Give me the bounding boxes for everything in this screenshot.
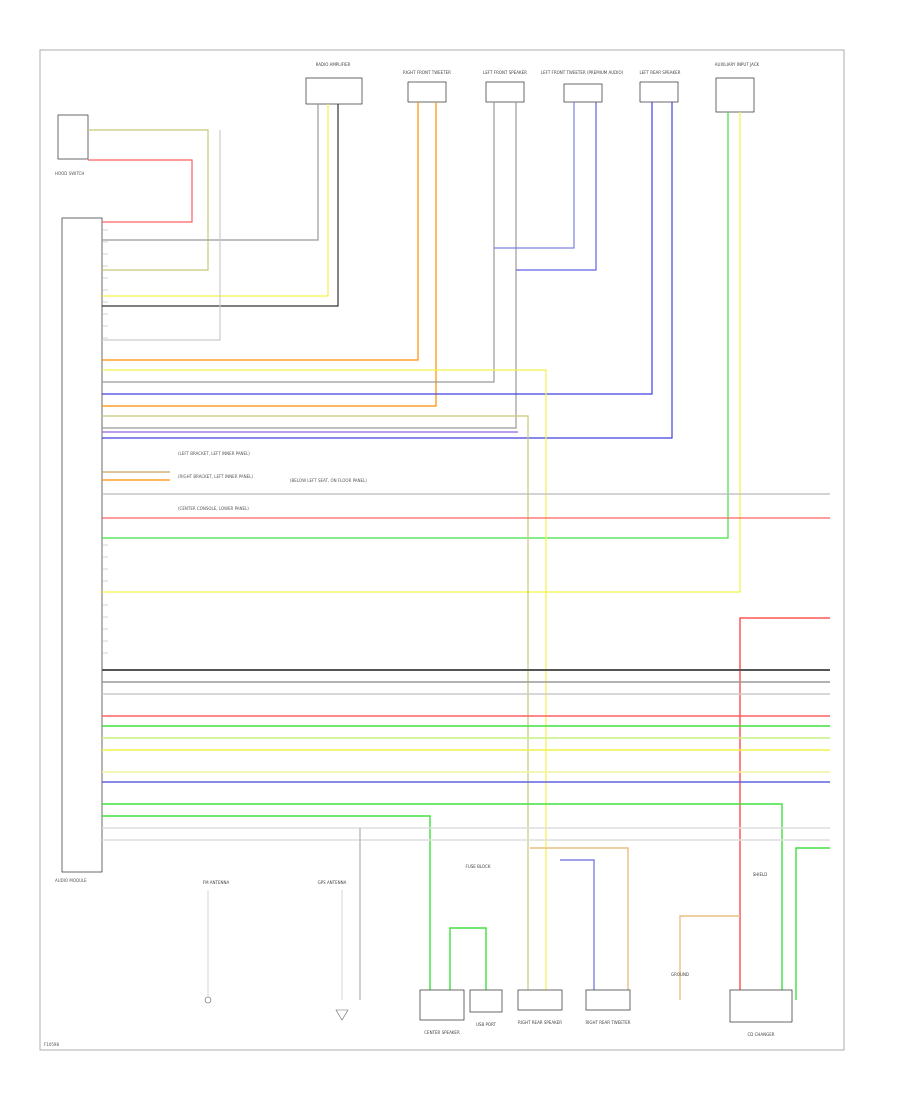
shield-label: SHIELD	[753, 872, 768, 877]
figure-id: F10598	[44, 1042, 59, 1047]
fm-antenna-label: FM ANTENNA	[203, 880, 230, 885]
usb-port-label: USB PORT	[476, 1022, 497, 1027]
diagram-frame	[39, 49, 845, 1051]
upper-wires	[88, 102, 830, 1000]
lf-tweeter-label: LEFT FRONT TWEETER (PREMIUM AUDIO)	[541, 70, 624, 75]
gps-antenna-label: GPS ANTENNA	[318, 880, 347, 885]
rf-speaker-label: RIGHT FRONT TWEETER	[403, 70, 451, 75]
lr-speaker-label: LEFT REAR SPEAKER	[640, 70, 681, 75]
rr-tweeter-label: RIGHT REAR TWEETER	[585, 1020, 630, 1025]
lower-bus-wires	[102, 669, 830, 1000]
radio-unit-connector	[305, 77, 363, 105]
fuse-block-label: FUSE BLOCK	[466, 864, 491, 869]
hood-switch-label: HOOD SWITCH	[55, 171, 84, 176]
radio-unit-label: RADIO AMPLIFIER	[316, 62, 351, 67]
center-speaker-label: CENTER SPEAKER	[424, 1030, 460, 1035]
cd-changer-connector	[729, 989, 793, 1023]
aux-jack-label: AUXILIARY INPUT JACK	[715, 62, 760, 67]
usb-port-connector	[469, 989, 503, 1013]
fm-antenna-ground	[204, 996, 212, 1004]
rr-tweeter-connector	[585, 989, 631, 1011]
hood-switch	[57, 114, 89, 160]
lf-tweeter-connector	[563, 83, 603, 103]
note-4: (CENTER CONSOLE, LOWER PANEL)	[178, 506, 249, 511]
note-3: (BELOW LEFT SEAT, ON FLOOR PANEL)	[290, 478, 367, 483]
audio-module-label: AUDIO MODULE	[55, 878, 87, 883]
gps-antenna-icon	[335, 1009, 349, 1021]
note-1: (LEFT BRACKET, LEFT INNER PANEL)	[178, 451, 250, 456]
lf-speaker-connector	[485, 81, 525, 103]
cd-changer-label: CD CHANGER	[747, 1032, 774, 1037]
note-2: (RIGHT BRACKET, LEFT INNER PANEL)	[178, 474, 253, 479]
rr-speaker-label: RIGHT REAR SPEAKER	[518, 1020, 562, 1025]
lr-speaker-connector	[639, 81, 679, 103]
aux-jack-connector	[715, 77, 755, 113]
rf-speaker-connector	[407, 81, 447, 103]
center-speaker-connector	[419, 989, 465, 1021]
audio-module-connector	[61, 217, 103, 873]
lf-speaker-label: LEFT FRONT SPEAKER	[483, 70, 527, 75]
rr-speaker-connector	[517, 989, 563, 1011]
audio-module-pins	[102, 229, 108, 654]
ground-label: GROUND	[671, 972, 689, 977]
